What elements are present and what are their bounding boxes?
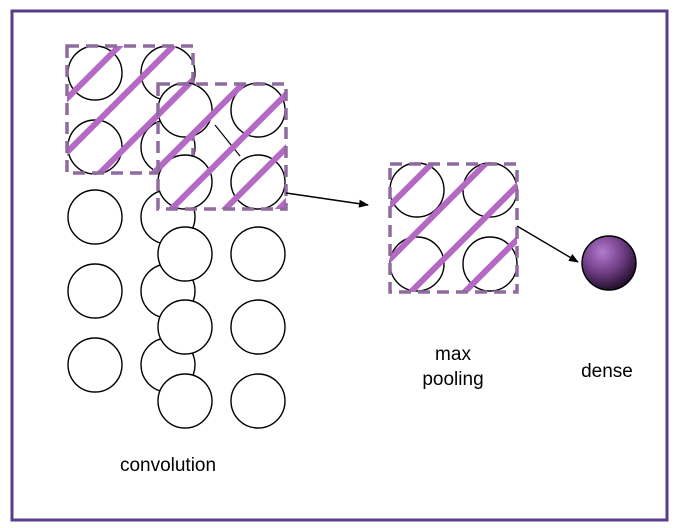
conv-node	[230, 299, 286, 355]
pool-window	[388, 162, 519, 294]
outer-frame	[10, 9, 669, 522]
conv-node	[157, 373, 213, 429]
conv-node	[67, 263, 123, 319]
conv-node	[230, 373, 286, 429]
conv-node	[157, 299, 213, 355]
conv-node	[230, 226, 286, 282]
conv-node	[67, 189, 123, 245]
arrow-pool-to-dense	[516, 225, 579, 263]
dense-label: dense	[581, 361, 633, 382]
conv-window-front	[156, 82, 288, 211]
pooling-label: pooling	[422, 369, 484, 390]
dense-node	[581, 235, 637, 291]
convolution-label: convolution	[119, 455, 217, 476]
conv-node	[157, 226, 213, 282]
conv-node	[67, 337, 123, 393]
max-label: max	[435, 344, 471, 365]
arrow-conv-to-pool	[285, 192, 369, 208]
